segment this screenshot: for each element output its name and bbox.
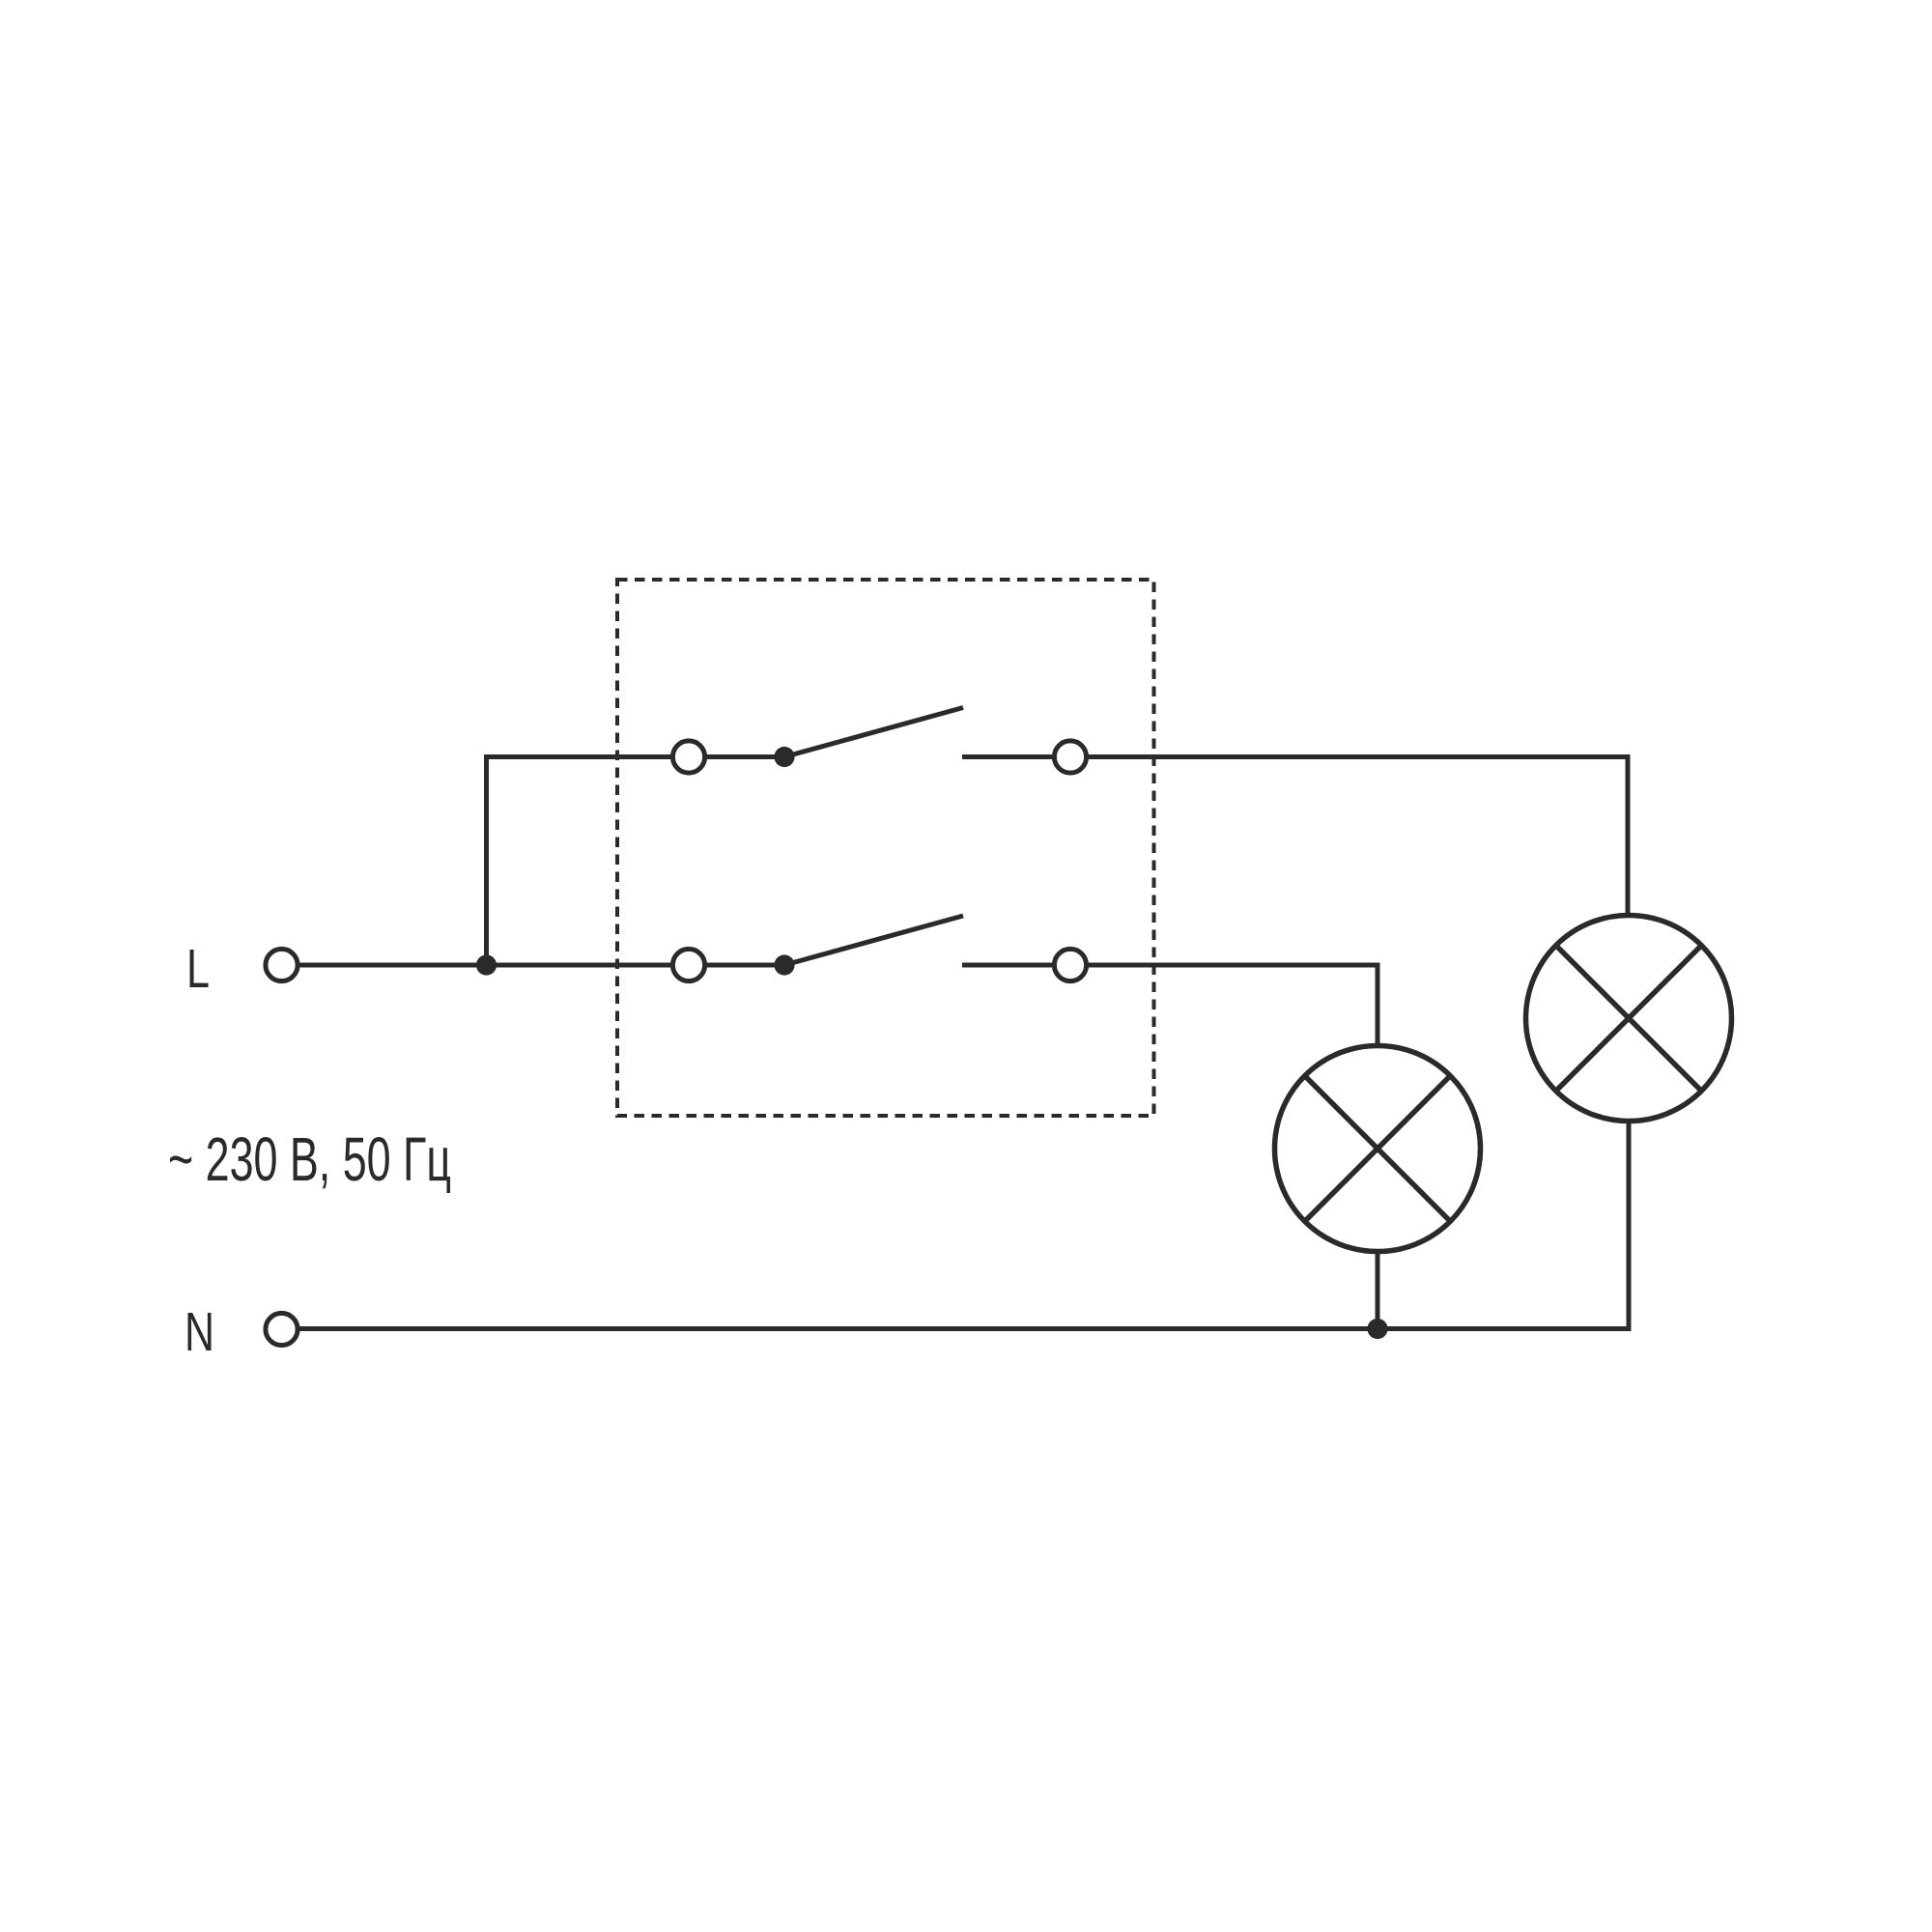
svg-text:N: N — [185, 1301, 214, 1363]
svg-text:~ 230 В, 50 Гц: ~ 230 В, 50 Гц — [168, 1124, 451, 1194]
svg-text:L: L — [186, 938, 210, 1000]
